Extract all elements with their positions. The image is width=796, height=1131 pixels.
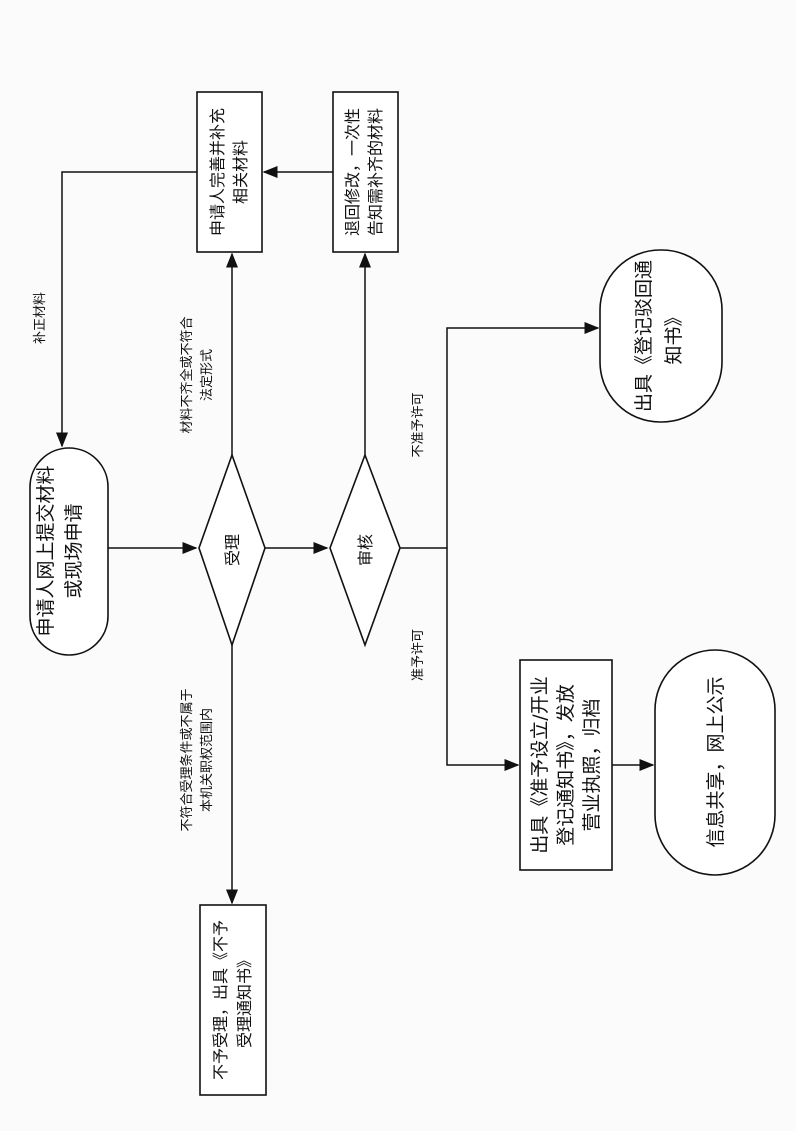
return-line-2: 告知需补齐的材料 xyxy=(366,108,385,236)
label-incomplete-line-1: 材料不齐全或不符合 xyxy=(179,316,195,433)
start-line-1: 申请人网上提交材料 xyxy=(35,465,57,636)
arrow-review-to-approve xyxy=(446,548,520,771)
reject-acceptance-line-1: 不予受理，出具《不予 xyxy=(211,920,230,1080)
accept-decision: 受理 xyxy=(198,452,266,648)
return-line-1: 退回修改，一次性 xyxy=(343,108,362,236)
approve-line-2: 登记通知书》，发放 xyxy=(555,684,577,846)
publish-label: 信息共享，网上公示 xyxy=(705,676,727,847)
start-line-2: 或现场申请 xyxy=(63,503,85,598)
review-label: 审核 xyxy=(356,534,375,566)
arrow-supplement-to-start xyxy=(56,171,197,448)
reject-acceptance-line-2: 受理通知书》 xyxy=(235,952,254,1048)
return-node: 退回修改，一次性 告知需补齐的材料 xyxy=(332,91,399,253)
approve-line-1: 出具《准予设立/开业 xyxy=(529,676,551,853)
publish-node: 信息共享，网上公示 xyxy=(654,649,776,876)
supplement-line-2: 相关材料 xyxy=(231,140,250,204)
review-decision: 审核 xyxy=(329,452,401,648)
approve-node: 出具《准予设立/开业 登记通知书》，发放 营业执照，归档 xyxy=(519,659,613,871)
accept-label: 受理 xyxy=(223,534,242,566)
reject-acceptance-node: 不予受理，出具《不予 受理通知书》 xyxy=(199,904,267,1096)
supplement-line-1: 申请人完善并补充 xyxy=(208,108,227,236)
reject-notice-node: 出具《登记驳回通 知书》 xyxy=(599,249,723,423)
reject-notice-line-1: 出具《登记驳回通 xyxy=(633,260,655,412)
label-not-eligible-line-1: 不符合受理条件或不属于 xyxy=(179,688,195,831)
supplement-node: 申请人完善并补充 相关材料 xyxy=(196,91,263,253)
approve-line-3: 营业执照，归档 xyxy=(581,698,603,831)
connectors xyxy=(56,166,655,905)
start-node: 申请人网上提交材料 或现场申请 xyxy=(29,447,109,656)
label-supplement-materials: 补正材料 xyxy=(33,292,48,344)
label-incomplete-line-2: 法定形式 xyxy=(200,349,215,401)
label-approved: 准予许可 xyxy=(411,629,426,681)
label-not-eligible-line-2: 本机关职权范围内 xyxy=(199,708,215,812)
reject-notice-line-2: 知书》 xyxy=(663,307,685,364)
label-not-approved: 不准予许可 xyxy=(411,392,426,457)
arrow-review-to-reject-notice xyxy=(400,322,600,549)
